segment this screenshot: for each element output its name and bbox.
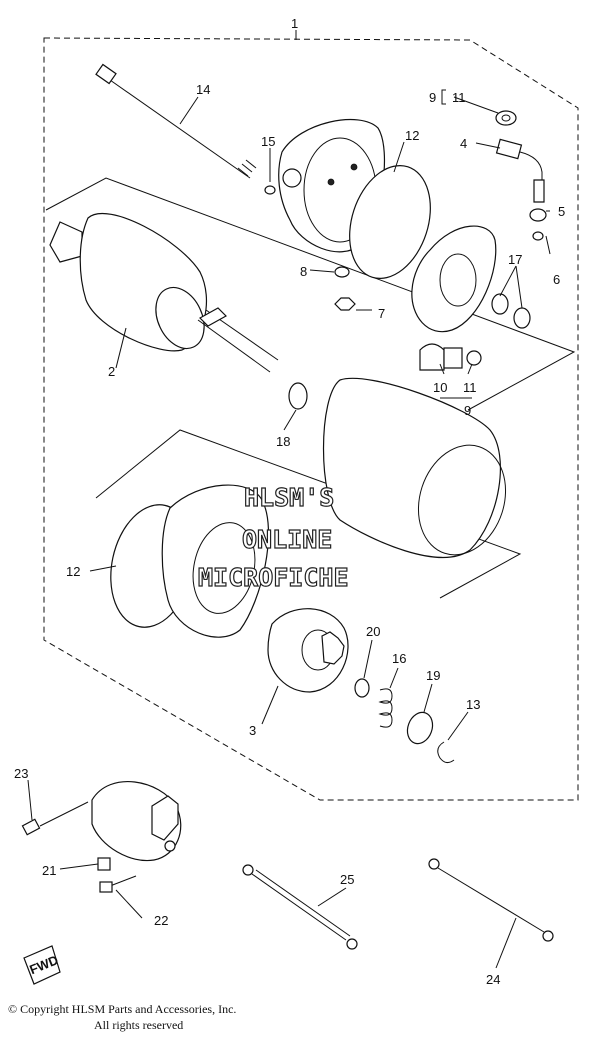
callout-1: 1	[291, 16, 298, 31]
front-cover-part	[110, 484, 270, 638]
callout-21: 21	[42, 863, 56, 878]
assembly-outline	[43, 37, 579, 801]
callout-13: 13	[466, 697, 480, 712]
nut-21-part	[97, 857, 111, 871]
brush-plate-part	[411, 225, 497, 333]
nut-7-part	[334, 297, 356, 311]
bolt-22-part	[99, 875, 137, 893]
callout-2: 2	[108, 364, 115, 379]
pinion-clutch-part	[267, 608, 349, 693]
callout-10: 10	[433, 380, 447, 395]
callout-14: 14	[196, 82, 210, 97]
callout-19: 19	[426, 668, 440, 683]
washer-5-part	[529, 208, 547, 222]
callout-24: 24	[486, 972, 500, 987]
collar-part	[406, 711, 434, 745]
watermark-line-1: HLSM'S	[244, 483, 334, 512]
callout-6: 6	[553, 272, 560, 287]
callout-18: 18	[276, 434, 290, 449]
fwd-arrow-icon: FWD	[23, 945, 61, 985]
callout-labels: 1 2 3 4 5 6 7 8 9 9 10 11 11 12 12 13 14…	[14, 16, 565, 987]
lead-wire-25-part	[242, 864, 358, 950]
callout-12-lower: 12	[66, 564, 80, 579]
small-o-ring-part	[264, 185, 276, 195]
callout-12-upper: 12	[405, 128, 419, 143]
o-ring-6-part	[532, 231, 544, 241]
circlip-part	[437, 741, 455, 764]
bracket-9-11	[441, 89, 446, 105]
callout-22: 22	[154, 913, 168, 928]
callout-16: 16	[392, 651, 406, 666]
washer-8-part	[334, 266, 350, 278]
armature-part	[49, 212, 279, 373]
callout-4: 4	[460, 136, 467, 151]
brush-lead-part	[495, 138, 545, 203]
callout-5: 5	[558, 204, 565, 219]
callout-17: 17	[508, 252, 522, 267]
callout-9-upper: 9	[429, 90, 436, 105]
brush-holder-part	[419, 343, 482, 371]
callout-3: 3	[249, 723, 256, 738]
lead-wire-24-part	[428, 858, 554, 942]
callout-9-lower: 9	[464, 403, 471, 418]
callout-25: 25	[340, 872, 354, 887]
washer-17a-part	[491, 293, 509, 315]
watermark-line-3: MICROFICHE	[198, 563, 349, 592]
washer-17b-part	[513, 307, 531, 329]
watermark: HLSM'S ONLINE MICROFICHE	[197, 482, 349, 592]
callout-23: 23	[14, 766, 28, 781]
brush-9-11-upper-part	[495, 110, 517, 126]
large-o-ring-upper-part	[349, 165, 431, 279]
copyright-line-1: © Copyright HLSM Parts and Accessories, …	[8, 1002, 237, 1016]
callout-8: 8	[300, 264, 307, 279]
bolt-23-part	[21, 801, 89, 836]
through-bolt-part	[95, 63, 257, 179]
washer-18-part	[288, 382, 308, 410]
callout-11-upper: 11	[452, 90, 466, 105]
callout-15: 15	[261, 134, 275, 149]
copyright-notice: © Copyright HLSM Parts and Accessories, …	[8, 1001, 236, 1033]
callout-20: 20	[366, 624, 380, 639]
callout-11-lower: 11	[463, 380, 477, 395]
upper-plane-box	[45, 177, 576, 411]
starter-assembly-part	[91, 781, 182, 862]
watermark-line-2: ONLINE	[242, 525, 332, 554]
leader-lines	[27, 96, 551, 969]
spring-part	[378, 688, 393, 728]
copyright-line-2: All rights reserved	[94, 1018, 184, 1032]
callout-7: 7	[378, 306, 385, 321]
yoke-housing-part	[322, 377, 507, 559]
ring-20-part	[354, 678, 370, 698]
